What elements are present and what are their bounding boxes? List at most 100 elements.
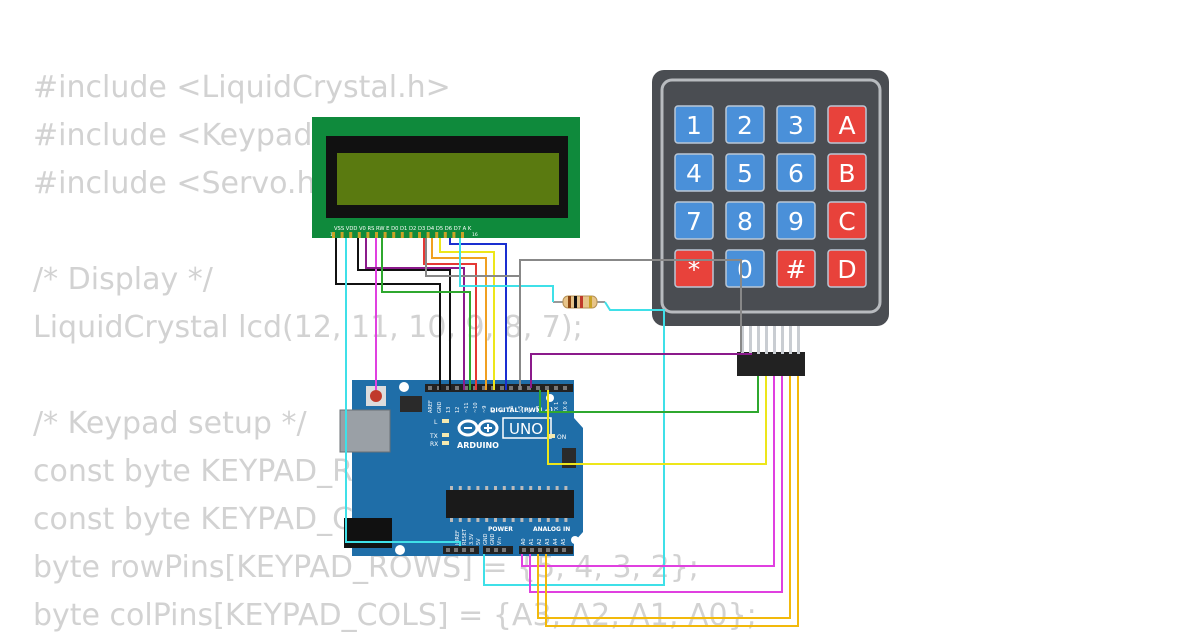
header-pin[interactable] <box>527 386 531 390</box>
wire-red[interactable] <box>423 238 477 390</box>
lcd-pin[interactable] <box>392 232 396 238</box>
wire-violet[interactable] <box>530 353 752 388</box>
lcd-pin[interactable] <box>375 232 378 238</box>
lcd-pin[interactable] <box>383 232 387 238</box>
header-pin[interactable] <box>446 548 450 552</box>
keypad-pin[interactable] <box>757 326 760 354</box>
header-pin[interactable] <box>455 386 459 390</box>
power-header-left[interactable] <box>443 546 479 554</box>
lcd-pin[interactable] <box>418 232 421 238</box>
header-pin[interactable] <box>522 548 526 552</box>
wire-yellow[interactable] <box>547 376 767 465</box>
header-pin[interactable] <box>554 386 558 390</box>
keypad-pin[interactable] <box>797 326 800 354</box>
key-A[interactable]: A <box>827 105 867 144</box>
key-0[interactable]: 0 <box>725 249 765 288</box>
key-2[interactable]: 2 <box>725 105 765 144</box>
lcd-pin[interactable] <box>366 232 370 238</box>
key-C[interactable]: C <box>827 201 867 240</box>
header-pin[interactable] <box>428 386 432 390</box>
wire-green[interactable] <box>381 238 471 390</box>
lcd-pin[interactable] <box>400 232 404 238</box>
wire-yellow[interactable] <box>439 238 495 390</box>
lcd-pin[interactable] <box>409 232 413 238</box>
pin-label: A5 <box>561 538 567 545</box>
key-D[interactable]: D <box>827 249 867 288</box>
pin-label: ~10 <box>473 402 479 413</box>
key-B[interactable]: B <box>827 153 867 192</box>
key-9[interactable]: 9 <box>776 201 816 240</box>
header-pin[interactable] <box>509 386 513 390</box>
wire-cyan[interactable] <box>345 238 461 546</box>
header-pin[interactable] <box>500 386 504 390</box>
header-pin[interactable] <box>494 548 498 552</box>
key-5[interactable]: 5 <box>725 153 765 192</box>
header-pin[interactable] <box>502 548 506 552</box>
lcd-pin[interactable] <box>357 232 361 238</box>
header-pin[interactable] <box>546 548 550 552</box>
keypad-bezel <box>660 78 882 314</box>
key-3[interactable]: 3 <box>776 105 816 144</box>
keypad-pin[interactable] <box>765 326 768 354</box>
keypad-pin[interactable] <box>773 326 776 354</box>
keypad-pin[interactable] <box>741 326 744 354</box>
key-4[interactable]: 4 <box>674 153 714 192</box>
lcd-16x2[interactable]: VSS VDD V0 RS RW E D0 D1 D2 D3 D4 D5 D6 … <box>312 117 580 238</box>
wire-violet[interactable] <box>365 238 465 390</box>
wire-gray[interactable] <box>519 259 742 390</box>
lcd-pin[interactable] <box>349 232 353 238</box>
wire-green[interactable] <box>539 376 759 413</box>
wire-cyan[interactable] <box>459 238 554 302</box>
header-pin[interactable] <box>486 548 490 552</box>
header-pin[interactable] <box>470 548 474 552</box>
key-#[interactable]: # <box>776 249 816 288</box>
keypad-pin[interactable] <box>789 326 792 354</box>
power-jack <box>344 518 392 548</box>
wire-gold[interactable] <box>537 376 791 619</box>
key-1[interactable]: 1 <box>674 105 714 144</box>
lcd-pin[interactable] <box>452 232 456 238</box>
lcd-pin-last: 16 <box>472 232 478 238</box>
key-8[interactable]: 8 <box>725 201 765 240</box>
header-pin[interactable] <box>538 548 542 552</box>
lcd-pin[interactable] <box>435 232 439 238</box>
wire-blue[interactable] <box>449 238 507 390</box>
digital-header[interactable] <box>425 384 573 392</box>
mount-hole <box>571 536 579 544</box>
key-*[interactable]: * <box>674 249 714 288</box>
wire-black[interactable] <box>335 238 441 390</box>
header-pin[interactable] <box>563 386 567 390</box>
wire-cyan[interactable] <box>483 301 665 586</box>
keypad-pin[interactable] <box>781 326 784 354</box>
key-7[interactable]: 7 <box>674 201 714 240</box>
keypad-pin[interactable] <box>749 326 752 354</box>
key-label: * <box>688 255 701 284</box>
lcd-pin[interactable] <box>461 232 464 238</box>
header-pin[interactable] <box>482 386 486 390</box>
wire-gold[interactable] <box>545 376 799 627</box>
pin-label: A0 <box>521 538 527 545</box>
wire-magenta[interactable] <box>529 376 783 593</box>
key-6[interactable]: 6 <box>776 153 816 192</box>
header-pin[interactable] <box>545 386 549 390</box>
lcd-pin[interactable] <box>340 232 344 238</box>
header-pin[interactable] <box>464 386 468 390</box>
resistor[interactable] <box>553 295 605 309</box>
keypad-connector[interactable] <box>737 326 805 376</box>
wire-magenta[interactable] <box>521 376 775 567</box>
header-pin[interactable] <box>536 386 540 390</box>
header-pin[interactable] <box>554 548 558 552</box>
header-pin[interactable] <box>530 548 534 552</box>
lcd-pin[interactable] <box>332 232 335 238</box>
wire-black[interactable] <box>357 238 451 390</box>
lcd-pin[interactable] <box>426 232 430 238</box>
led-label: RX <box>430 441 438 448</box>
key-label: 5 <box>737 159 753 188</box>
lcd-pin[interactable] <box>443 232 447 238</box>
header-pin[interactable] <box>446 386 450 390</box>
header-pin[interactable] <box>562 548 566 552</box>
header-pin[interactable] <box>462 548 466 552</box>
header-pin[interactable] <box>454 548 458 552</box>
